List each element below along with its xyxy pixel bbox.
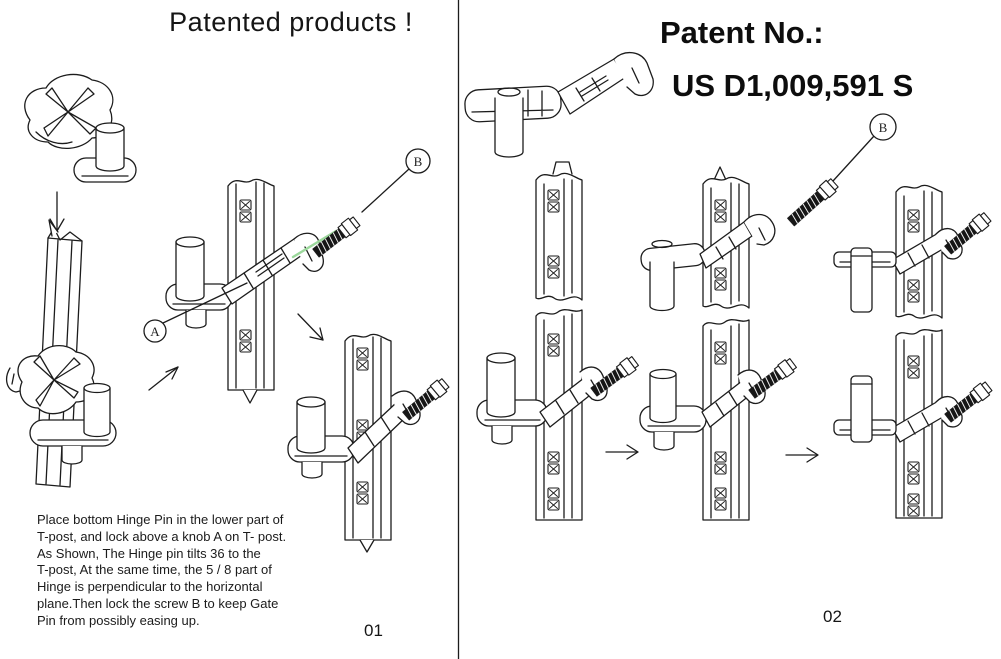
tpost-with-hinge-installed-drawing [5, 219, 117, 488]
screw-b-left-drawing [310, 214, 362, 260]
arrow-up-right-icon [148, 366, 179, 391]
panel-right: B [464, 52, 994, 521]
hinge-part-iso-drawing [464, 52, 654, 158]
instruction-line: Pin from possibly easing up. [37, 612, 200, 628]
alignment-guide-line [291, 229, 338, 259]
label-b-right: B [832, 113, 897, 182]
arrow-right-step2-icon [785, 447, 819, 463]
instruction-line: T-post, At the same time, the 5 / 8 part… [37, 562, 272, 578]
label-a: A [143, 282, 248, 343]
tpost-hinge-screw-exploded-drawing [165, 178, 362, 404]
arrow-down-right-icon [297, 313, 324, 341]
arrow-right-step1-icon [605, 444, 639, 460]
page-number-02: 02 [823, 607, 842, 626]
patent-no-label: Patent No.: [660, 15, 824, 50]
instruction-line: T-post, and lock above a knob A on T- po… [37, 528, 287, 544]
instruction-text: Place bottom Hinge Pin in the lower part… [37, 512, 313, 630]
left-panel-title: Patented products ! [169, 7, 413, 37]
step3-tpost-drawing [833, 184, 994, 519]
screw-b-right-drawing [785, 176, 841, 229]
label-b-left-text: B [414, 154, 423, 169]
instruction-line: plane.Then lock the screw B to keep Gate [37, 595, 279, 611]
step2-tpost-drawing [639, 166, 799, 521]
label-b-left: B [361, 148, 431, 213]
page-number-01: 01 [364, 621, 383, 640]
label-b-right-text: B [879, 120, 888, 135]
instruction-line: As Shown, The Hinge pin tilts 36 to the [37, 545, 261, 561]
tpost-assembled-drawing [287, 333, 451, 553]
label-a-text: A [150, 324, 160, 339]
patent-number: US D1,009,591 S [672, 68, 914, 103]
step1-tpost-drawing [476, 161, 641, 521]
instruction-line: Place bottom Hinge Pin in the lower part… [37, 512, 284, 527]
instruction-line: Hinge is perpendicular to the horizontal [37, 579, 263, 595]
hinge-part-top-view-drawing [24, 73, 137, 183]
panel-left: A B [5, 73, 451, 553]
